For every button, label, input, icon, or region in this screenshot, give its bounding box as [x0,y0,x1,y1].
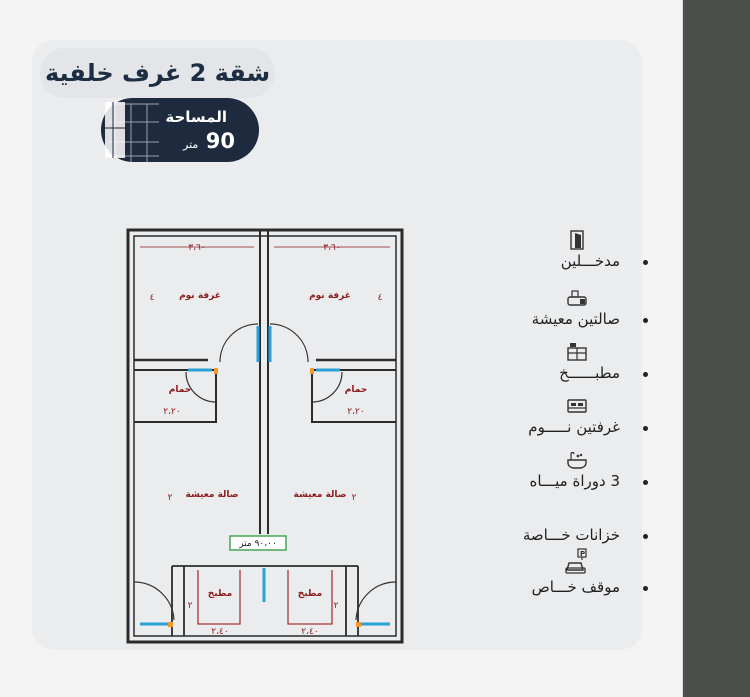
feature-entrances: مدخـــلين [500,230,660,274]
feature-water-tanks: خزانات خـــاصة [500,504,660,548]
parking-icon: P [565,548,587,574]
dimension-label: ٤ [150,293,155,303]
dimension-label: ٢ [352,493,357,503]
blueprint-grid-icon [105,102,159,162]
feature-label: 3 دوراة ميـــاه [529,472,620,490]
area-value: 90 [205,129,235,153]
dimension-label: ٢ [188,601,193,611]
svg-text:P: P [580,550,585,558]
feature-label: صالتين معيشة [531,310,620,328]
room-label-kitchen: مطبخ [208,589,233,599]
room-label-kitchen: مطبخ [298,589,323,599]
tank-icon [566,504,588,524]
bullet-icon [643,534,648,539]
bullet-icon [643,426,648,431]
dimension-label: ٢ [334,601,339,611]
area-badge: المساحة 90 متر [101,98,259,162]
total-area-value: ٩٠،٠٠ متر [238,539,277,549]
listing-page: شقة 2 غرف خلفية المساحة 90 متر مدخـــلين [0,0,683,697]
listing-title: شقة 2 غرف خلفية [40,48,275,98]
bullet-icon [643,318,648,323]
dimension-label: ٣،٦٠ [323,243,340,253]
dimension-label: ٢،٢٠ [347,407,364,417]
room-label-living: صالة معيشة [186,490,239,500]
sofa-icon [567,290,587,306]
feature-living-rooms: صالتين معيشة [500,288,660,332]
feature-bathrooms: 3 دوراة ميـــاه [500,450,660,494]
feature-label: مدخـــلين [560,252,620,270]
bullet-icon [643,586,648,591]
bathtub-icon [567,451,587,469]
bullet-icon [643,260,648,265]
room-label-living: صالة معيشة [294,490,347,500]
total-area-tag [229,535,287,551]
dimension-label: ٤ [378,293,383,303]
door-icon [570,230,584,250]
dimension-label: ٢،٢٠ [163,407,180,417]
dimension-label: ٣،٦٠ [188,243,205,253]
room-label-bedroom: غرفة نوم [179,291,221,301]
room-label-bedroom: غرفة نوم [309,291,351,301]
feature-label: مطبــــــخ [559,364,620,382]
area-label: المساحة [165,108,227,126]
feature-bedrooms: غرفتين نـــــوم [500,396,660,440]
bed-icon [567,399,587,413]
room-label-bathroom: حمام [345,385,368,395]
feature-parking: P موقف خـــاص [500,548,660,596]
dimension-label: ٢،٤٠ [211,627,228,637]
feature-kitchen: مطبــــــخ [500,342,660,386]
feature-label: خزانات خـــاصة [522,526,620,544]
feature-label: موقف خـــاص [531,578,620,596]
bullet-icon [643,372,648,377]
floor-plan: غرفة نوم غرفة نوم حمام حمام صالة معيشة ص… [126,228,404,644]
dimension-label: ٢،٤٠ [301,627,318,637]
bullet-icon [643,480,648,485]
dimension-label: ٢ [168,493,173,503]
room-label-bathroom: حمام [169,385,192,395]
feature-label: غرفتين نـــــوم [528,418,620,436]
kitchen-icon [567,343,587,361]
area-unit: متر [183,138,199,151]
